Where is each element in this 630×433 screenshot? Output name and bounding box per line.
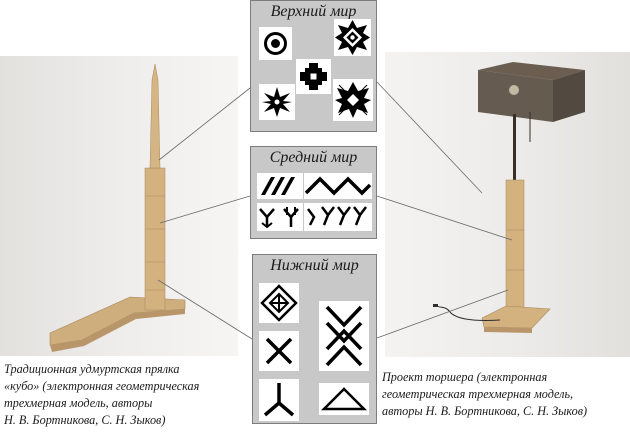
connector-right-lower: [376, 289, 509, 339]
sun-rhombus-ornament-tile: [334, 19, 371, 56]
distaff-caption: Традиционная удмуртская прялка «кубо» (э…: [4, 361, 199, 429]
lower-world-panel: Нижний мир: [252, 254, 377, 424]
connector-right-middle: [376, 195, 513, 241]
lamp-caption-line-2: геометрическая трехмерная модель,: [382, 387, 574, 401]
diagonal-cross-ornament-icon: [265, 337, 293, 365]
sprout-pair-ornament-tile: [257, 203, 303, 231]
hatched-star-ornament-tile: [333, 79, 373, 121]
distaff-spindle: [149, 63, 161, 169]
lamp-base: [481, 305, 551, 329]
lamp-caption-line-3: авторы Н. В. Бортникова, С. Н. Зыков): [382, 404, 588, 418]
lamp-shade-top: [478, 62, 585, 80]
connector-left-upper: [158, 87, 251, 161]
lamp-caption-line-1: Проект торшера (электронная: [382, 370, 548, 384]
eight-point-star-ornament-tile: [259, 84, 295, 120]
lamp-caption: Проект торшера (электронная геометрическ…: [382, 369, 587, 420]
diagonal-stripes-ornament-tile: [257, 173, 303, 199]
y-fork-ornament-icon: [263, 383, 295, 417]
y-fork-ornament-tile: [259, 379, 299, 421]
wave-sprouts-ornament-icon: [307, 206, 367, 226]
diagonal-stripes-ornament-icon: [261, 177, 295, 195]
connector-right-upper: [376, 81, 483, 194]
wave-sprouts-ornament-tile: [304, 203, 372, 231]
circle-dot-ornament-tile: [259, 27, 292, 60]
sun-rhombus-ornament-icon: [335, 20, 370, 55]
lamp-bulb: [509, 85, 519, 95]
diagonal-cross-ornament-tile: [259, 331, 299, 371]
connector-left-middle: [159, 195, 251, 224]
zigzag-ornament-tile: [304, 173, 372, 199]
triangle-ornament-icon: [320, 387, 368, 411]
sprout-pair-ornament-icon: [259, 207, 299, 229]
rhombus-grid-ornament-tile: [259, 283, 299, 323]
upper-world-title: Верхний мир: [270, 3, 357, 20]
lamp-stem: [513, 114, 516, 180]
lamp-shade-side: [553, 70, 585, 122]
lamp-cable: [436, 305, 501, 321]
distaff-caption-line-1: Традиционная удмуртская прялка: [4, 362, 180, 376]
upper-world-panel: Верхний мир: [250, 0, 377, 132]
stepped-cross-ornament-icon: [300, 63, 327, 90]
stepped-cross-ornament-tile: [296, 59, 331, 94]
middle-world-panel: Средний мир: [250, 146, 377, 239]
distaff-caption-line-2: «кубо» (электронная геометрическая: [4, 379, 200, 393]
distaff-caption-line-3: трехмерная модель, авторы: [4, 396, 153, 410]
circle-dot-ornament-icon: [264, 32, 287, 55]
connector-left-lower: [157, 279, 253, 340]
lower-world-title: Нижний мир: [270, 257, 359, 274]
rhombus-grid-ornament-icon: [260, 284, 298, 322]
double-chevron-tree-ornament-tile: [319, 301, 369, 371]
hatched-star-ornament-icon: [335, 82, 371, 118]
double-chevron-tree-ornament-icon: [325, 305, 363, 367]
eight-point-star-ornament-icon: [262, 87, 292, 117]
lamp-shade-front: [478, 70, 553, 122]
middle-world-title: Средний мир: [269, 149, 358, 166]
distaff-caption-line-4: Н. В. Бортникова, С. Н. Зыков): [4, 413, 166, 427]
triangle-ornament-tile: [319, 383, 369, 415]
zigzag-ornament-icon: [304, 176, 372, 196]
